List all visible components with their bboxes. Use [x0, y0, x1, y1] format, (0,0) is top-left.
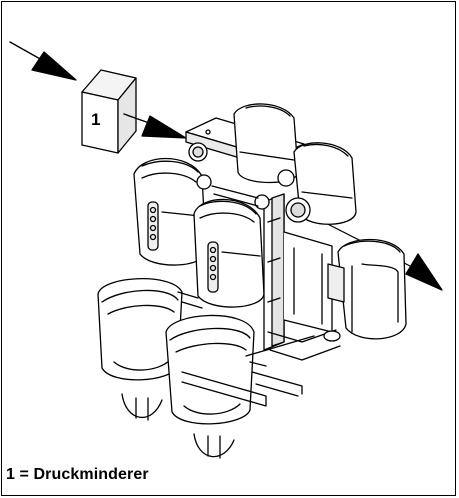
arrow-in-icon: [9, 41, 77, 81]
figure-caption: 1 = Druckminderer: [6, 466, 149, 483]
front-cylinder-center-upper: [193, 198, 265, 308]
reference-box: 1: [81, 69, 137, 154]
base-rails: [181, 335, 315, 407]
arrow-through-icon: [123, 113, 187, 139]
side-cylinder-right: [327, 238, 407, 340]
callout-number: 1: [91, 110, 100, 129]
rear-cylinder-right: [293, 142, 357, 225]
manifold-frame: [188, 142, 341, 361]
front-cylinder-left-upper: [133, 157, 207, 266]
